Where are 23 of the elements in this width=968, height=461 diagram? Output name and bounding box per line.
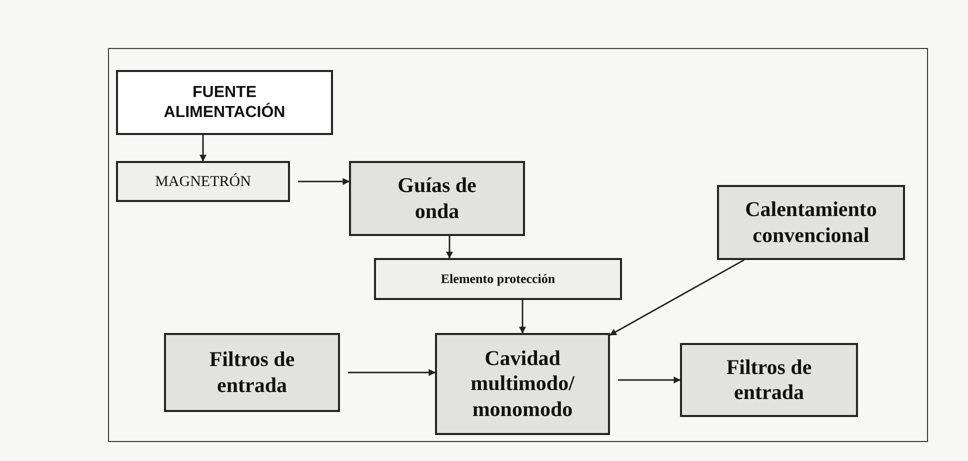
box-label: Elemento protección bbox=[440, 271, 556, 287]
process-box bbox=[164, 333, 340, 412]
process-box bbox=[680, 343, 858, 417]
process-box bbox=[374, 258, 622, 300]
process-box bbox=[116, 70, 333, 135]
box-label: FUENTE ALIMENTACIÓN bbox=[162, 83, 286, 122]
box-label: MAGNETRÓN bbox=[155, 172, 251, 190]
box-label: Guías de onda bbox=[396, 173, 478, 224]
box-label: Filtros de entrada bbox=[725, 354, 813, 406]
arrow bbox=[446, 236, 453, 259]
box-label: Calentamiento convencional bbox=[744, 197, 878, 248]
process-box bbox=[435, 333, 610, 435]
process-box bbox=[349, 161, 525, 236]
arrow bbox=[609, 259, 744, 336]
arrow bbox=[200, 135, 206, 162]
process-box bbox=[717, 185, 905, 260]
arrow bbox=[348, 369, 436, 376]
box-label: Filtros de entrada bbox=[208, 347, 296, 398]
arrow bbox=[618, 376, 681, 384]
box-label: Cavidad multimodo/ monomodo bbox=[470, 346, 576, 422]
arrow bbox=[298, 178, 350, 185]
process-box bbox=[116, 161, 290, 202]
arrow bbox=[519, 300, 526, 334]
